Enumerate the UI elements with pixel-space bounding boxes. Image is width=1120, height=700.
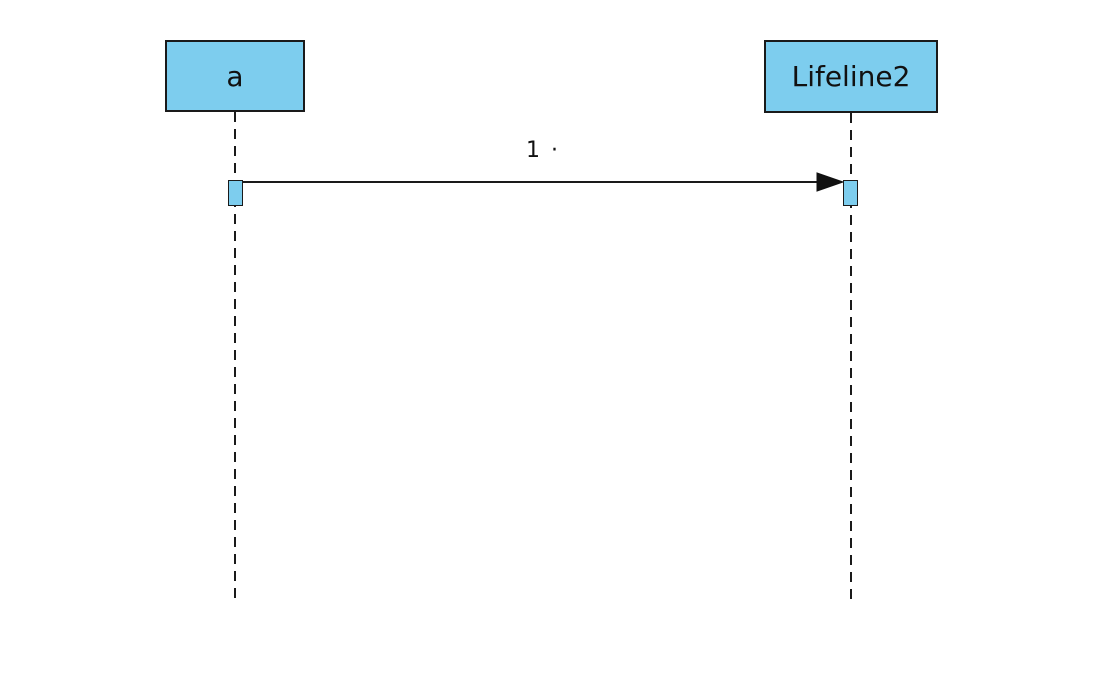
message-arrowhead-icon	[816, 172, 845, 192]
activation-bar-lifeline2[interactable]	[843, 180, 858, 206]
lifeline-name-a: a	[226, 59, 244, 93]
lifeline-head-a[interactable]: a	[165, 40, 305, 112]
activation-bar-a[interactable]	[228, 180, 243, 206]
lifeline-head-lifeline2[interactable]: Lifeline2	[764, 40, 938, 113]
message-label: 1 ·	[526, 138, 560, 163]
lifeline-name-lifeline2: Lifeline2	[791, 60, 911, 93]
